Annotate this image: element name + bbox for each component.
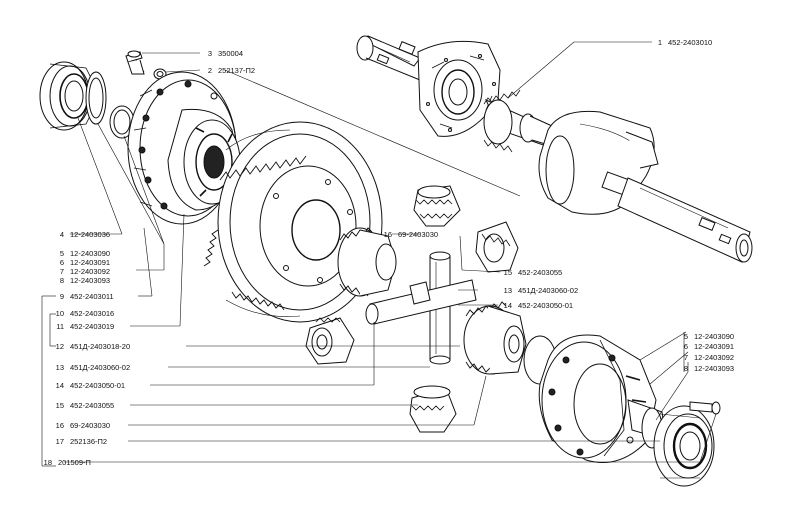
side-gear-lower <box>463 301 527 375</box>
pinion-gear-top <box>413 185 461 227</box>
diff-case-right <box>538 334 657 463</box>
right-bearing <box>627 399 715 487</box>
pinion-gear-right <box>475 221 519 273</box>
diff-case-left <box>127 71 241 225</box>
left-bearing <box>39 61 135 139</box>
side-gear-upper <box>337 227 397 297</box>
pinion-gear-left <box>305 317 355 365</box>
cross-pin-horizontal <box>365 279 477 325</box>
right-bolt <box>689 401 721 415</box>
axle-housing <box>356 35 753 263</box>
leader-lines <box>41 41 717 467</box>
pinion-gear-bottom <box>409 385 457 433</box>
bolt-and-washer <box>125 50 167 80</box>
